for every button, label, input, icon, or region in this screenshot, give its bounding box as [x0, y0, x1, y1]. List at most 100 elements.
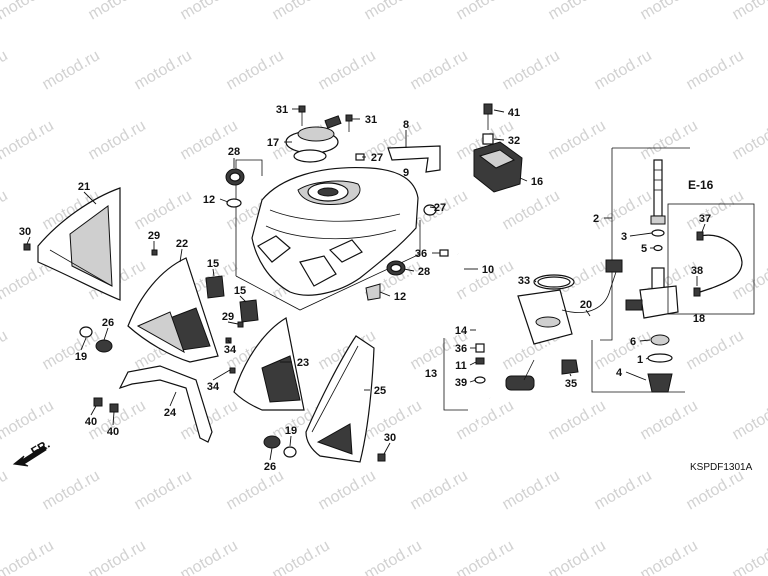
- watermark-text: motod.ru: [316, 47, 379, 93]
- stay-bolt[interactable]: [93, 397, 103, 407]
- strainer-cup[interactable]: [647, 334, 673, 393]
- callout-c37: 37: [699, 213, 711, 225]
- callout-c29a: 29: [148, 230, 160, 242]
- callout-c12b: 12: [394, 291, 406, 303]
- tank-grommet[interactable]: [225, 168, 245, 186]
- drain-joint[interactable]: [475, 343, 485, 353]
- valve-o-ring[interactable]: [651, 229, 665, 237]
- panel-clip[interactable]: [229, 367, 236, 374]
- hose-clamp[interactable]: [439, 249, 449, 257]
- tank-cushion[interactable]: [226, 198, 242, 208]
- stay-bolt[interactable]: [109, 403, 119, 413]
- sensor-gasket[interactable]: [533, 274, 575, 290]
- watermark-text: motod.ru: [178, 0, 241, 23]
- watermark-text: motod.ru: [316, 467, 379, 513]
- watermark-text: motod.ru: [0, 397, 57, 443]
- sensor-nut[interactable]: [561, 359, 579, 375]
- watermark-text: motod.ru: [592, 187, 655, 233]
- callout-c36a: 36: [415, 248, 427, 260]
- watermark-text: motod.ru: [684, 467, 747, 513]
- valve-o-ring[interactable]: [653, 244, 663, 252]
- watermark-text: motod.ru: [638, 0, 701, 23]
- right-middle-cowl[interactable]: [305, 335, 375, 463]
- drain-joint[interactable]: [474, 376, 486, 384]
- pump-mount-collar[interactable]: [482, 133, 494, 145]
- tank-rear-bracket[interactable]: [387, 145, 441, 173]
- watermark-text: motod.ru: [684, 187, 747, 233]
- fuel-pump-unit[interactable]: [473, 141, 523, 193]
- watermark-text: motod.ru: [40, 47, 103, 93]
- callout-c24: 24: [164, 407, 177, 419]
- callout-c19b: 19: [285, 425, 297, 437]
- fuel-valve-assembly[interactable]: [625, 159, 679, 319]
- fuel-tank[interactable]: [251, 166, 419, 296]
- inner-panel[interactable]: [127, 257, 219, 363]
- cowl-collar[interactable]: [283, 446, 297, 458]
- watermark-text: motod.ru: [454, 537, 517, 576]
- callout-c6: 6: [630, 336, 636, 348]
- callout-c28b: 28: [418, 266, 430, 278]
- tank-cushion[interactable]: [365, 283, 381, 301]
- callout-c34a: 34: [224, 344, 237, 356]
- callout-c8: 8: [403, 119, 409, 131]
- cowl-screw[interactable]: [23, 243, 31, 251]
- fuel-filler-cap[interactable]: [285, 115, 342, 163]
- watermark-text: motod.ru: [224, 47, 287, 93]
- callout-c4: 4: [616, 367, 623, 379]
- callout-c1: 1: [637, 354, 643, 366]
- watermark-text: motod.ru: [546, 397, 609, 443]
- watermark-text: motod.ru: [730, 0, 768, 23]
- callout-c26a: 26: [102, 317, 114, 329]
- section-reference-label: E-16: [688, 178, 714, 192]
- callout-c9: 9: [403, 167, 409, 179]
- watermark-text: motod.ru: [40, 467, 103, 513]
- watermark-text: motod.ru: [86, 117, 149, 163]
- hose-clip[interactable]: [693, 287, 701, 297]
- callout-c25: 25: [374, 385, 386, 397]
- fuel-level-sensor[interactable]: [505, 289, 573, 391]
- watermark-text: motod.ru: [408, 467, 471, 513]
- callout-c11: 11: [455, 360, 467, 372]
- watermark-text: motod.ru: [362, 537, 425, 576]
- breather-hose[interactable]: [699, 234, 743, 293]
- watermark-text: motod.ru: [270, 0, 333, 23]
- callout-c29b: 29: [222, 311, 234, 323]
- cowl-screw[interactable]: [377, 453, 386, 462]
- watermark-text: motod.ru: [592, 327, 655, 373]
- panel-rubber-mount[interactable]: [239, 299, 259, 323]
- sensor-wire: [561, 271, 617, 313]
- pump-mount-bolt[interactable]: [483, 103, 493, 130]
- watermark-text: motod.ru: [0, 47, 11, 93]
- panel-screw[interactable]: [151, 249, 158, 256]
- cowl-grommet[interactable]: [263, 435, 281, 449]
- panel-screw[interactable]: [237, 321, 244, 328]
- callout-c19a: 19: [75, 351, 87, 363]
- watermark-text: motod.ru: [408, 47, 471, 93]
- drain-clip[interactable]: [475, 357, 485, 365]
- panel-rubber-mount[interactable]: [205, 275, 225, 299]
- left-middle-cowl[interactable]: [37, 187, 121, 301]
- cowl-stay[interactable]: [118, 365, 213, 443]
- watermark-text: motod.ru: [730, 537, 768, 576]
- tank-assembly-outline: [235, 159, 263, 276]
- cowl-collar[interactable]: [79, 326, 93, 338]
- watermark-text: motod.ru: [40, 327, 103, 373]
- callout-c16: 16: [531, 176, 543, 188]
- right-inner-panel[interactable]: [233, 317, 305, 411]
- cowl-grommet[interactable]: [95, 339, 113, 353]
- diagram-code: KSPDF1301A: [690, 462, 753, 473]
- callout-c30a: 30: [19, 226, 31, 238]
- callout-c41: 41: [508, 107, 520, 119]
- hose-clip[interactable]: [696, 231, 704, 241]
- callout-c22: 22: [176, 238, 188, 250]
- part-callouts: 3131178279281227361028124132162353738183…: [19, 104, 711, 473]
- watermark-text: motod.ru: [132, 467, 195, 513]
- watermark-text: motod.ru: [86, 537, 149, 576]
- watermark-text: motod.ru: [500, 47, 563, 93]
- tank-grommet[interactable]: [386, 260, 406, 276]
- sensor-connector[interactable]: [605, 259, 623, 273]
- watermark-text: motod.ru: [454, 0, 517, 23]
- watermark-text: motod.ru: [592, 47, 655, 93]
- cap-bolt[interactable]: [345, 114, 353, 132]
